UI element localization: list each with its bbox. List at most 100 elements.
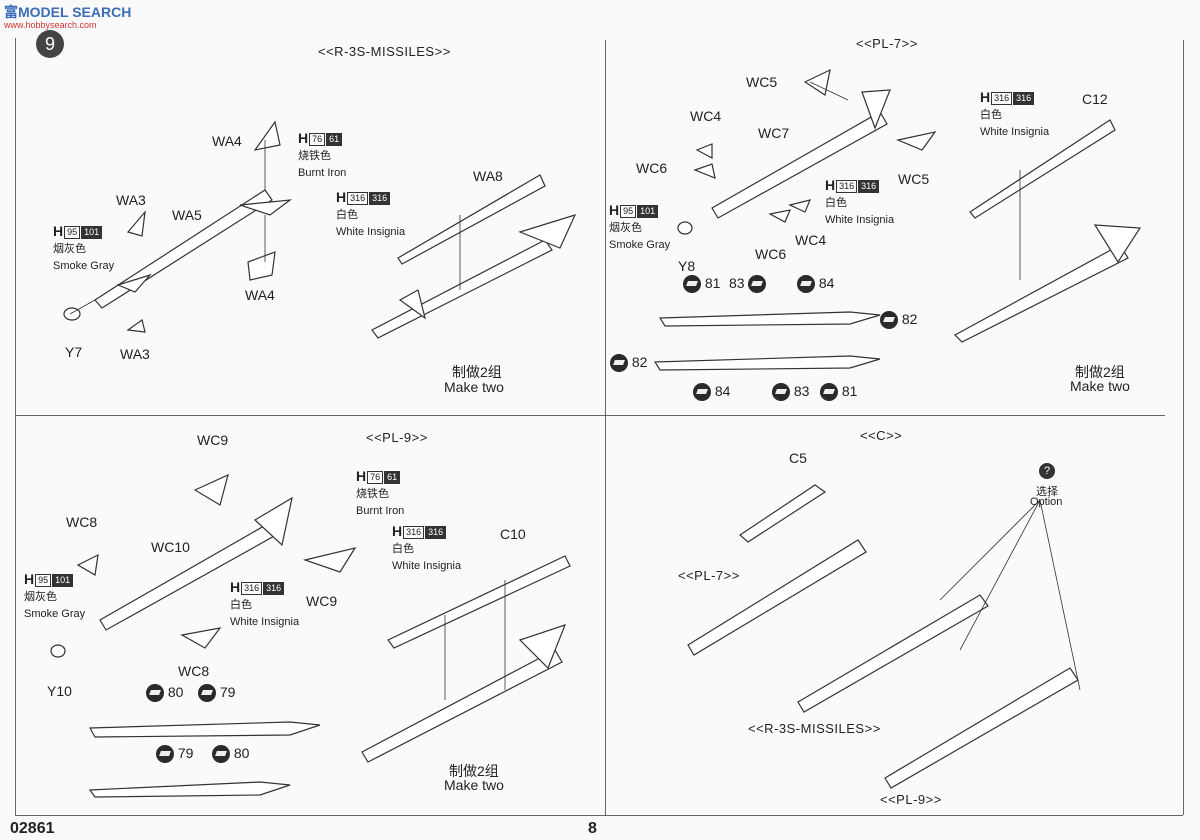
make-two-cn: 制做2组 (452, 364, 502, 380)
r3s-half-lower-nosefin (398, 289, 426, 320)
decal-callout-81-bottom: 81 (820, 383, 857, 402)
decal-callout-83-top: 83 (729, 275, 767, 294)
site-url: www.hobbysearch.com (4, 20, 97, 30)
decal-icon (880, 311, 898, 330)
part-label-wc8-bottom: WC8 (178, 663, 210, 679)
pl9-half-lower (361, 649, 563, 763)
option-label-en: Option (1030, 496, 1063, 508)
part-label-wc10: WC10 (151, 539, 190, 555)
part-label-wa4-top: WA4 (212, 133, 242, 149)
part-wc4-top (695, 143, 713, 159)
decal-icon (198, 684, 216, 703)
pl9-decal-view-bottom (88, 781, 291, 798)
part-wc5-top (803, 68, 831, 96)
r3s-half-lower (371, 239, 553, 339)
part-wc9-top (193, 473, 229, 506)
r3s-panel-title: <<R-3S-MISSILES>> (318, 44, 451, 59)
part-wc8-bottom (180, 627, 222, 649)
part-label-wa8: WA8 (473, 168, 503, 184)
pl9-decal-view-top (88, 721, 321, 738)
decal-icon (693, 383, 711, 402)
c-label-pl7: <<PL-7>> (678, 568, 740, 583)
c-label-pl9: <<PL-9>> (880, 792, 942, 807)
decal-icon (748, 275, 767, 294)
decal-callout-79-bottom: 79 (156, 745, 193, 764)
part-label-wa3-top: WA3 (116, 192, 146, 208)
c-pl7-missile (687, 539, 867, 656)
decal-icon (212, 745, 230, 764)
page-number: 8 (588, 820, 597, 837)
c-r3s-missile (797, 594, 989, 713)
part-y8 (677, 221, 693, 235)
part-label-wc9-top: WC9 (197, 432, 229, 448)
decal-callout-84-top: 84 (797, 275, 834, 294)
decal-callout-80-bottom: 80 (212, 745, 249, 764)
part-wa4-bottom (247, 251, 276, 281)
decal-callout-83-bottom: 83 (772, 383, 809, 402)
part-label-wc6-left: WC6 (636, 160, 668, 176)
kit-number: 02861 (10, 820, 55, 837)
part-wc6-bottom (768, 209, 791, 223)
pl9-half-lower-fin (518, 624, 567, 670)
decal-callout-82-bottom: 82 (610, 354, 647, 373)
pl7-half-upper (969, 119, 1116, 219)
part-label-wc8-top: WC8 (66, 514, 98, 530)
decal-icon (610, 354, 628, 373)
part-label-c5: C5 (789, 450, 807, 466)
decal-icon (820, 383, 838, 402)
part-label-y8: Y8 (678, 258, 696, 274)
frame-left (15, 38, 16, 815)
pl7-missile-body (711, 111, 888, 219)
pl7-tail-fin (861, 89, 891, 130)
part-wa3-top (126, 210, 146, 237)
part-label-wc4-bottom: WC4 (795, 232, 827, 248)
frame-bottom (15, 815, 1183, 816)
decal-callout-82-top: 82 (880, 311, 917, 330)
c-pl9-missile (884, 667, 1079, 789)
part-label-c12: C12 (1082, 91, 1108, 107)
part-wc4-bottom (788, 199, 812, 213)
part-wc5-right (896, 131, 937, 151)
make-two-cn: 制做2组 (1075, 364, 1125, 380)
decal-icon (772, 383, 790, 402)
part-label-y7: Y7 (65, 344, 83, 360)
decal-icon (156, 745, 174, 764)
pl9-half-upper (387, 555, 571, 649)
part-y10 (50, 644, 66, 658)
part-label-wa4-bottom: WA4 (245, 287, 275, 303)
make-two-en: Make two (444, 777, 504, 793)
r3s-fin-lower (116, 273, 152, 293)
part-wc9-right (302, 547, 357, 573)
decal-callout-84-bottom: 84 (693, 383, 730, 402)
part-label-wc7: WC7 (758, 125, 790, 141)
make-two-en: Make two (444, 379, 504, 395)
pl7-half-lower (954, 244, 1129, 343)
part-label-wc9-right: WC9 (306, 593, 338, 609)
r3s-half-lower-fin (518, 214, 577, 249)
pl7-decal-view-bottom (653, 355, 881, 371)
c-panel-title: <<C>> (860, 428, 903, 443)
option-question-icon: ? (1039, 463, 1055, 479)
part-label-wc5-right: WC5 (898, 171, 930, 187)
panel-divider-horizontal (15, 415, 1165, 416)
part-wa4-top (253, 120, 281, 151)
pl7-decal-view-top (658, 311, 881, 327)
r3s-half-upper (397, 174, 546, 265)
c-label-r3s: <<R-3S-MISSILES>> (748, 721, 881, 736)
decal-icon (146, 684, 164, 703)
part-c5 (739, 484, 827, 543)
decal-callout-80-top: 80 (146, 684, 183, 703)
part-label-y10: Y10 (47, 683, 72, 699)
part-label-wc6-bottom: WC6 (755, 246, 787, 262)
part-label-wa3-bottom: WA3 (120, 346, 150, 362)
decal-callout-79-top: 79 (198, 684, 235, 703)
